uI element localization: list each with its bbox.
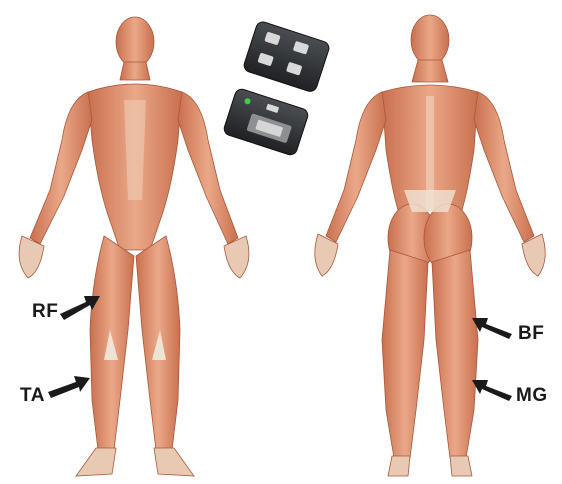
medial-gastrocnemius-label: MG xyxy=(516,385,548,407)
rectus-femoris-label: RF xyxy=(32,301,58,323)
arrow-ta-icon xyxy=(48,376,90,398)
back-body-figure xyxy=(315,15,545,476)
tibialis-anterior-label: TA xyxy=(20,385,45,407)
arrow-mg-icon xyxy=(472,380,512,401)
biceps-femoris-label: BF xyxy=(518,323,544,345)
emg-sensor-device xyxy=(222,20,330,156)
front-body-figure xyxy=(19,17,249,476)
sensor-dock xyxy=(242,20,330,93)
sensor-unit xyxy=(222,87,309,156)
